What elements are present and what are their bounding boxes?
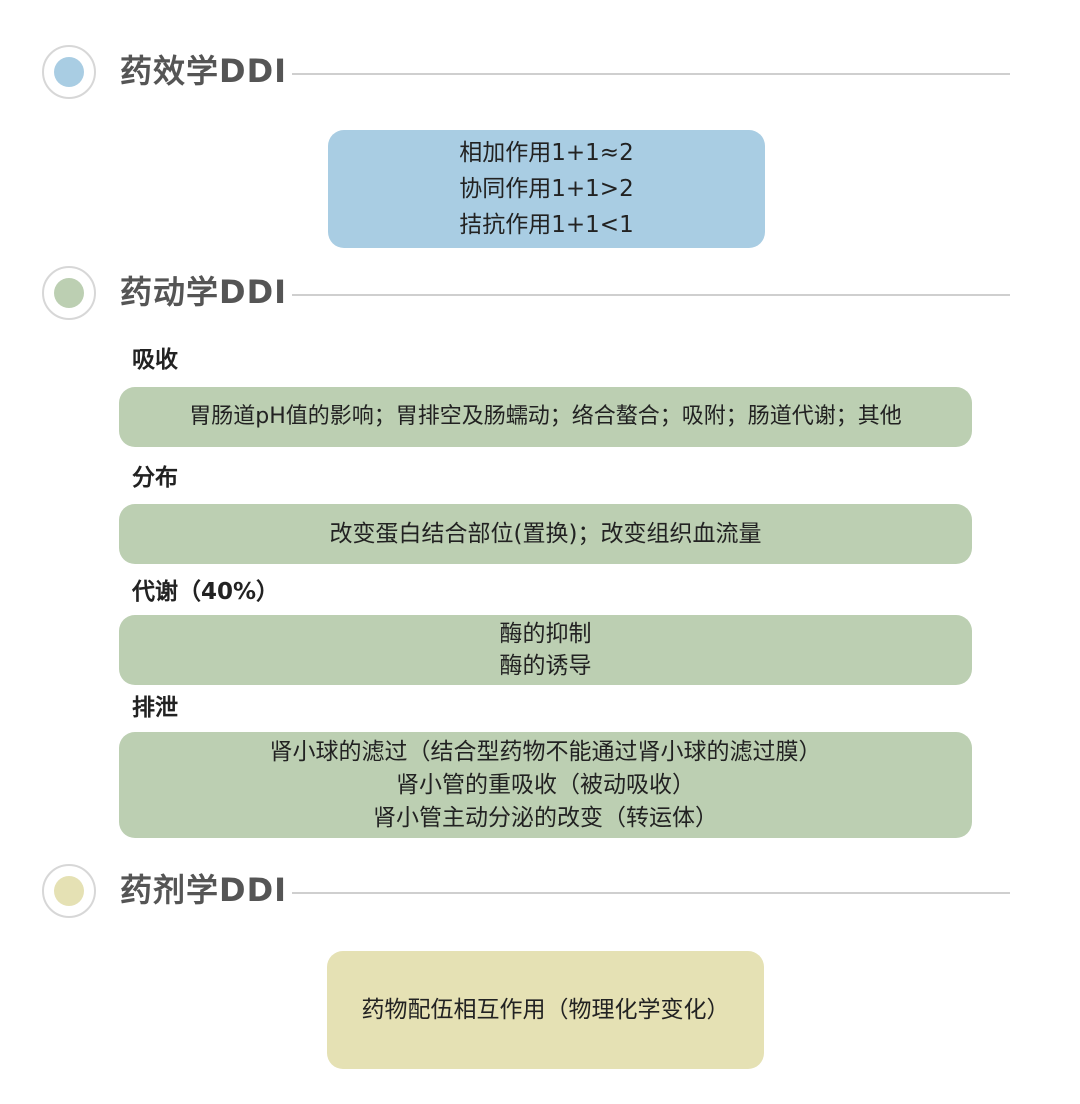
- compatibility-text: 药物配伍相互作用（物理化学变化）: [361, 997, 730, 1023]
- enzyme-inhibition-text: 酶的抑制: [499, 621, 592, 647]
- section-header-pharmaceutical: 药剂学DDI: [42, 864, 1010, 918]
- green-dot-icon: [54, 278, 84, 308]
- absorption-text: 胃肠道pH值的影响；胃排空及肠蠕动；络合螯合；吸附；肠道代谢；其他: [189, 404, 902, 429]
- blue-dot-icon: [54, 57, 84, 87]
- absorption-label: 吸收: [132, 347, 178, 373]
- section-header-pharmacokinetic: 药动学DDI: [42, 266, 1010, 320]
- header-divider: [292, 73, 1010, 75]
- pd-additive-text: 相加作用1+1≈2: [459, 140, 634, 166]
- pharmacodynamic-box: 相加作用1+1≈2 协同作用1+1>2 拮抗作用1+1<1: [328, 130, 765, 248]
- section-header-pharmacodynamic: 药效学DDI: [42, 45, 1010, 99]
- excretion-box: 肾小球的滤过（结合型药物不能通过肾小球的滤过膜） 肾小管的重吸收（被动吸收） 肾…: [119, 732, 972, 838]
- excretion-label: 排泄: [132, 695, 178, 721]
- pd-synergy-text: 协同作用1+1>2: [459, 176, 634, 202]
- bullet-circle-icon: [42, 45, 96, 99]
- metabolism-box: 酶的抑制 酶的诱导: [119, 615, 972, 685]
- metabolism-label: 代谢（40%）: [132, 579, 280, 605]
- section-title: 药剂学DDI: [120, 871, 288, 909]
- glomerular-filtration-text: 肾小球的滤过（结合型药物不能通过肾小球的滤过膜）: [269, 738, 822, 765]
- tubular-secretion-text: 肾小管主动分泌的改变（转运体）: [373, 804, 718, 831]
- yellow-dot-icon: [54, 876, 84, 906]
- section-title: 药动学DDI: [120, 273, 288, 311]
- pharmaceutical-box: 药物配伍相互作用（物理化学变化）: [327, 951, 764, 1069]
- distribution-box: 改变蛋白结合部位(置换)；改变组织血流量: [119, 504, 972, 564]
- bullet-circle-icon: [42, 864, 96, 918]
- distribution-label: 分布: [132, 465, 178, 491]
- distribution-text: 改变蛋白结合部位(置换)；改变组织血流量: [329, 521, 762, 547]
- absorption-box: 胃肠道pH值的影响；胃排空及肠蠕动；络合螯合；吸附；肠道代谢；其他: [119, 387, 972, 447]
- bullet-circle-icon: [42, 266, 96, 320]
- pd-antagonism-text: 拮抗作用1+1<1: [459, 212, 634, 238]
- header-divider: [292, 294, 1010, 296]
- header-divider: [292, 892, 1010, 894]
- tubular-reabsorption-text: 肾小管的重吸收（被动吸收）: [396, 771, 695, 798]
- enzyme-induction-text: 酶的诱导: [499, 653, 592, 679]
- section-title: 药效学DDI: [120, 52, 288, 90]
